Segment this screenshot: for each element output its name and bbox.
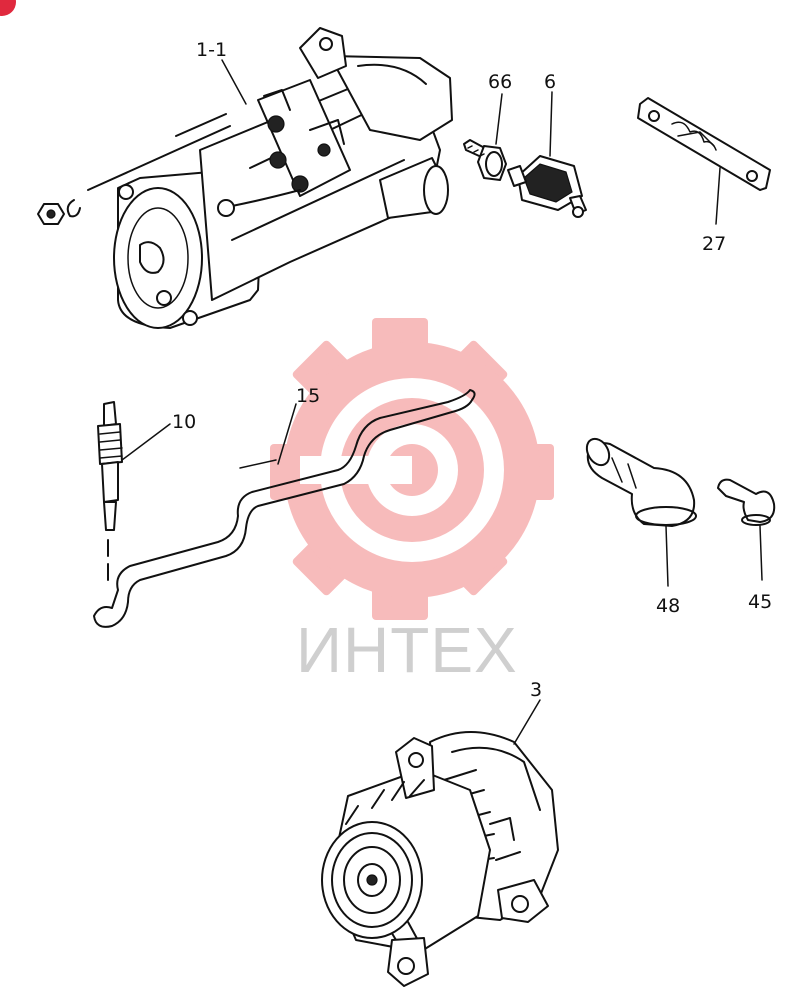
pressure-switch <box>507 155 587 218</box>
leader-cap <box>759 525 763 581</box>
callout-switch: 6 <box>544 71 556 93</box>
leader-switch <box>549 91 553 157</box>
banjo-bolt <box>463 139 507 181</box>
leader-connector <box>277 403 297 465</box>
callout-hose-boot: 48 <box>656 595 680 617</box>
nut-and-washer <box>37 125 231 225</box>
callout-plate: 27 <box>702 233 726 255</box>
callout-starter: 1-1 <box>196 39 227 61</box>
callout-connector: 15 <box>296 385 320 407</box>
terminal-cap <box>717 478 776 526</box>
leader-plate <box>715 167 721 225</box>
starter-motor <box>113 27 453 329</box>
leader-bolt <box>495 93 503 145</box>
callout-glow-plug: 10 <box>172 411 196 433</box>
callout-cap: 45 <box>748 591 772 613</box>
name-plate <box>637 97 771 191</box>
corner-badge <box>0 0 16 16</box>
leader-glow-plug <box>121 423 171 461</box>
callout-bolt: 66 <box>488 71 512 93</box>
leader-starter <box>221 59 247 105</box>
leader-hose-boot <box>665 525 669 587</box>
exploded-axis <box>175 113 227 137</box>
hose-boot <box>585 437 697 527</box>
callout-alternator: 3 <box>530 679 542 701</box>
watermark-logo <box>270 318 554 620</box>
glow-plug <box>97 401 123 581</box>
watermark-text: ИНТЕХ <box>296 614 518 686</box>
alternator <box>321 731 559 987</box>
leader-alternator <box>513 699 541 745</box>
connector-strip <box>93 389 476 628</box>
